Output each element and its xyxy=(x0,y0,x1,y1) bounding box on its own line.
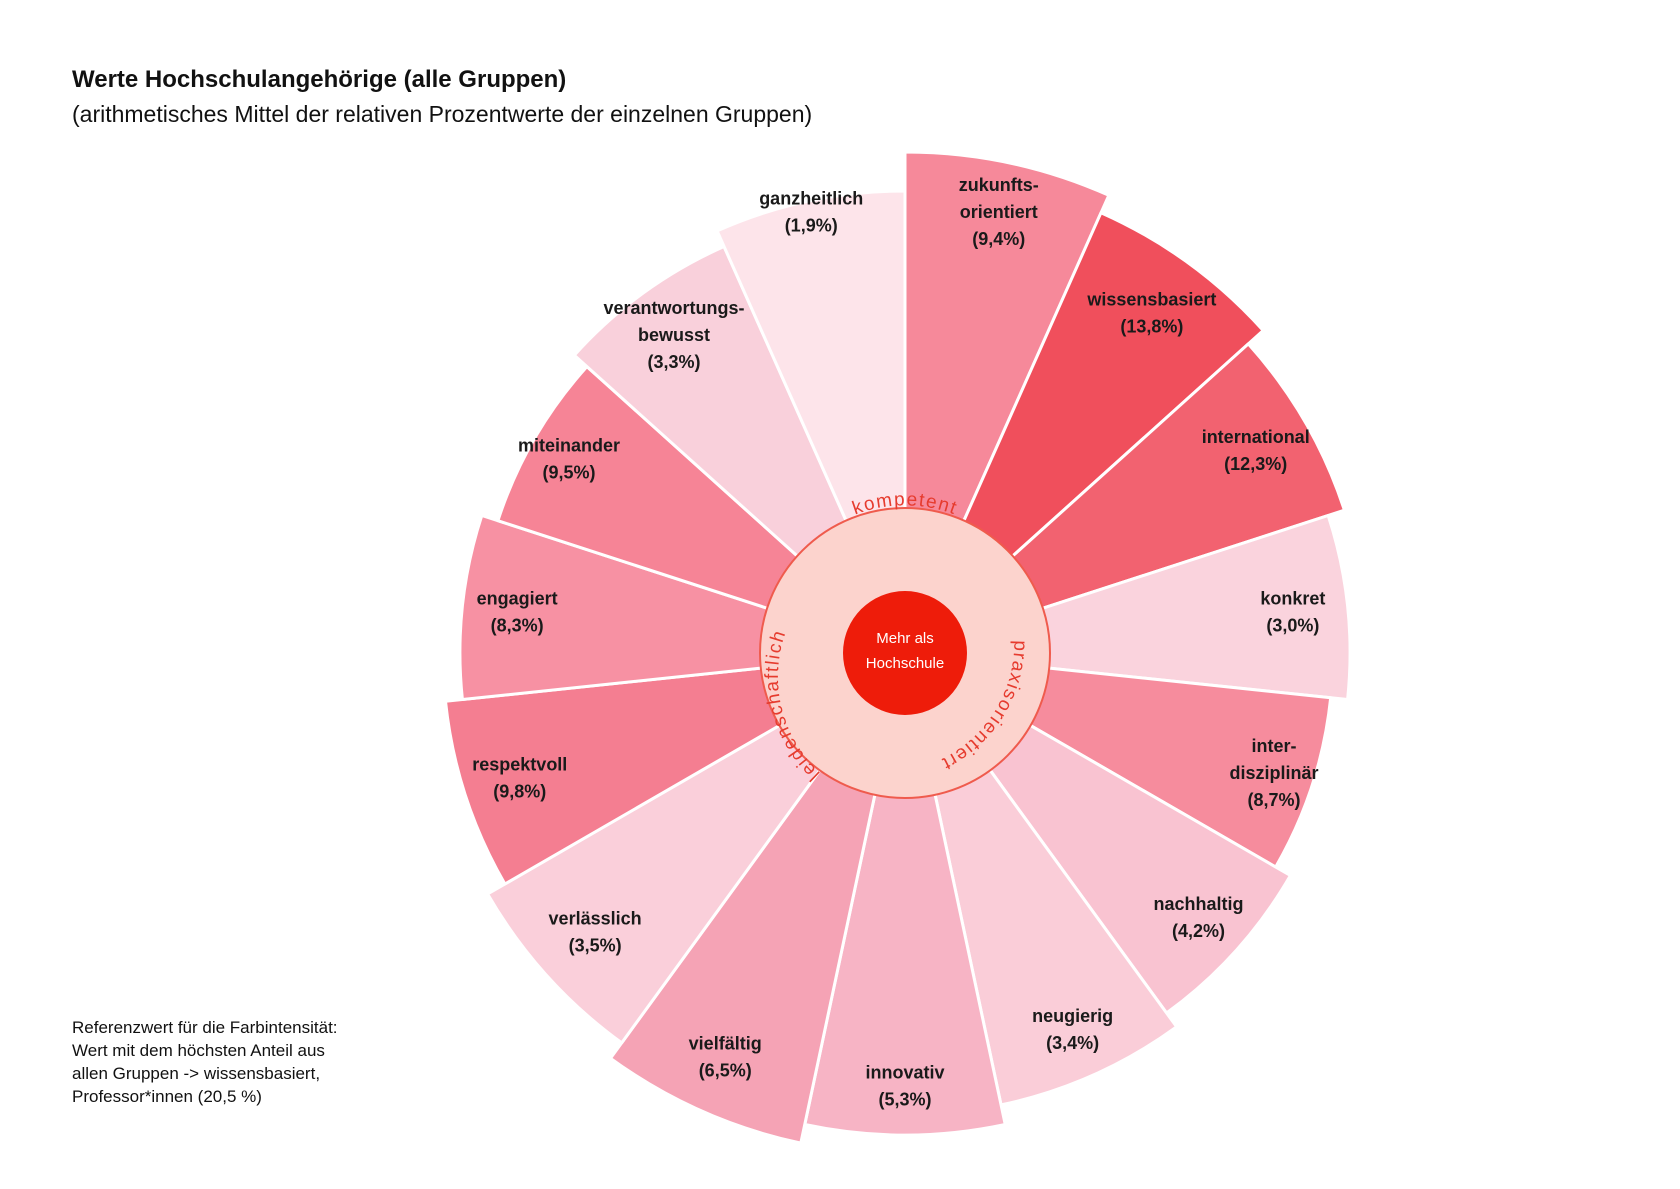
center-label-line-2: Hochschule xyxy=(866,655,944,672)
segment-innovativ xyxy=(803,651,1007,1137)
segment-label-verlässlich: verlässlich(3,5%) xyxy=(549,909,642,956)
segment-label-wissensbasiert: wissensbasiert(13,8%) xyxy=(1086,290,1216,337)
segment-label-innovativ: innovativ(5,3%) xyxy=(865,1063,944,1110)
segment-label-neugierig: neugierig(3,4%) xyxy=(1032,1006,1113,1053)
segment-label-vielfältig: vielfältig(6,5%) xyxy=(689,1033,762,1080)
segment-label-nachhaltig: nachhaltig(4,2%) xyxy=(1153,894,1243,941)
center-label-line-1: Mehr als xyxy=(876,630,934,647)
segment-label-respektvoll: respektvoll(9,8%) xyxy=(472,755,567,802)
reference-note-line: Wert mit dem höchsten Anteil aus xyxy=(72,1041,325,1060)
segment-label-international: international(12,3%) xyxy=(1202,427,1310,474)
segment-label-engagiert: engagiert(8,3%) xyxy=(477,589,558,636)
reference-note: Referenzwert für die Farbintensität: Wer… xyxy=(72,1016,402,1108)
reference-note-line: Professor*innen (20,5 %) xyxy=(72,1087,262,1106)
segment-label-konkret: konkret(3,0%) xyxy=(1260,589,1325,636)
segment-label-inter-disziplinär: inter-disziplinär(8,7%) xyxy=(1229,736,1318,810)
segment-label-verantwortungs-bewusst: verantwortungs-bewusst(3,3%) xyxy=(603,298,744,372)
chart-subtitle: (arithmetisches Mittel der relativen Pro… xyxy=(72,101,813,127)
segment-label-miteinander: miteinander(9,5%) xyxy=(518,436,620,483)
center-disc xyxy=(843,591,967,715)
segment-label-ganzheitlich: ganzheitlich(1,9%) xyxy=(759,188,863,235)
reference-note-line: allen Gruppen -> wissensbasiert, xyxy=(72,1064,321,1083)
segment-labels-layer: zukunfts-orientiert(9,4%) wissensbasiert(… xyxy=(472,175,1325,1110)
chart-title: Werte Hochschulangehörige (alle Gruppen) xyxy=(72,66,567,93)
segment-label-zukunfts-orientiert: zukunfts-orientiert(9,4%) xyxy=(959,175,1039,249)
reference-note-line: Referenzwert für die Farbintensität: xyxy=(72,1018,338,1037)
